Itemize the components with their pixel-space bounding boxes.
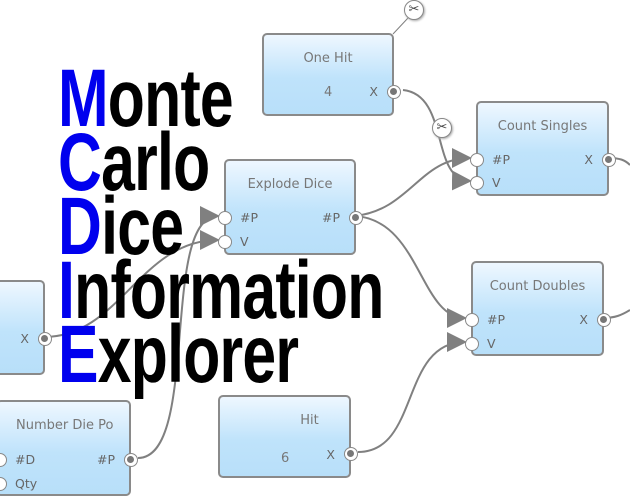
output-port[interactable] [349,211,363,225]
logo-capital: M [58,53,109,144]
output-port[interactable] [387,85,401,99]
input-port[interactable] [465,337,479,351]
node-explode-dice[interactable]: Explode Dice #P V #P [218,159,363,255]
input-port[interactable] [470,153,484,167]
node-value: 4 [324,85,333,100]
input-port[interactable] [218,211,232,225]
logo-line-monte: Monte [58,53,234,144]
port-label: #P [96,452,115,467]
port-label: X [579,312,588,327]
logo-line-dice: Dice [58,181,184,272]
node-title: Number Die Po [16,418,114,433]
input-port[interactable] [0,477,7,491]
port-label: V [487,336,496,351]
node-count-doubles[interactable]: Count Doubles #P V X [465,261,611,356]
wire-pool-explode [137,206,220,459]
node-count-singles[interactable]: Count Singles #P V X [470,101,616,196]
logo-word: onte [107,53,234,144]
input-port[interactable] [470,176,484,190]
logo-line-explorer: Explorer [58,309,299,400]
cut-connection-button[interactable]: ✂ [432,118,452,138]
port-label: #P [487,312,506,327]
logo-word: nformation [74,245,384,336]
output-port[interactable] [597,313,611,327]
input-port[interactable] [465,313,479,327]
output-port[interactable] [38,332,52,346]
node-left-partial[interactable]: X [0,280,52,375]
node-title: Count Singles [497,119,588,134]
logo-line-carlo: Carlo [58,117,210,208]
output-port[interactable] [124,453,138,467]
cut-connection-button[interactable]: ✂ [404,0,424,20]
node-number-die-pool[interactable]: Number Die Po #D Qty #P [0,400,138,496]
port-label: X [326,447,335,462]
logo-capital: I [58,245,75,336]
logo-word: arlo [101,117,210,208]
port-label: Qty [15,476,38,491]
logo-capital: D [58,181,102,272]
port-label: V [240,234,249,249]
output-port[interactable] [602,153,616,167]
port-label: #P [492,152,511,167]
port-label: #P [321,210,340,225]
input-port[interactable] [218,235,232,249]
logo-word: ice [101,181,184,272]
scissor-link-1 [392,17,409,35]
port-label: X [20,331,29,346]
port-label: #D [15,452,36,467]
output-port[interactable] [344,447,358,461]
node-two-hit[interactable]: Hit 6 X [218,395,358,478]
node-value: 6 [281,451,290,466]
logo-capital: C [58,117,102,208]
wire-twohit-doubles [357,332,467,453]
node-one-hit[interactable]: One Hit 4 X [262,33,401,116]
logo-word: xplorer [97,309,299,400]
node-title: One Hit [303,51,353,66]
wire-explode-singles [354,148,472,217]
node-title: Hit [300,413,319,428]
wire-left-explode [43,230,220,338]
node-title: Count Doubles [489,279,586,294]
port-label: X [584,152,593,167]
logo-line-information: Information [58,245,384,336]
logo-capital: E [58,309,98,400]
input-port[interactable] [0,453,7,467]
port-label: X [369,84,378,99]
wire-explode-doubles [354,215,467,328]
port-label: V [492,175,501,190]
node-title: Explode Dice [247,177,333,192]
port-label: #P [240,210,259,225]
